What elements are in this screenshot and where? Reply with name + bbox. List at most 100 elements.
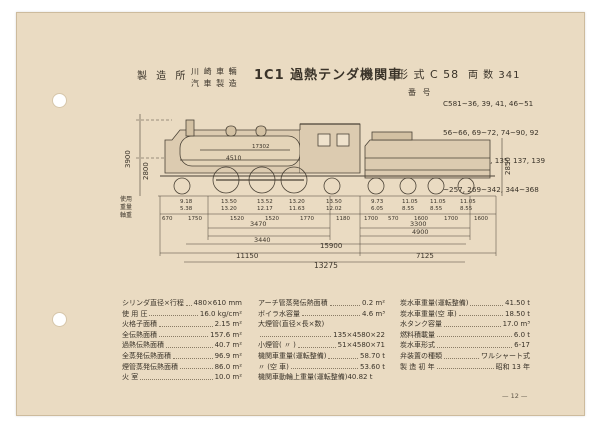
spec-value: 0.2 m² bbox=[362, 299, 385, 307]
spec-value: 6.0 t bbox=[513, 330, 530, 339]
spec-value: ワルシャート式 bbox=[481, 351, 530, 360]
spacing-dim: 1520 bbox=[265, 216, 279, 222]
spec-value: 18.50 t bbox=[504, 309, 530, 318]
row3-right-dim: 4900 bbox=[412, 228, 429, 236]
page-number: — 12 — bbox=[502, 392, 528, 400]
spec-value: 480×610 mm bbox=[193, 299, 242, 307]
spec-value: 53.60 t bbox=[359, 362, 385, 371]
axle-load: 9.73 bbox=[371, 199, 384, 205]
spec-label: アーチ管蒸発伝熱面積 bbox=[258, 299, 328, 307]
locomotive-type: 形 式 C 58 bbox=[397, 66, 459, 82]
spec-label: 小煙管( 〃 ) bbox=[258, 341, 296, 350]
axle-load-2: 8.55 bbox=[460, 206, 473, 212]
spec-column-3: 炭水車重量(運転整備) 41.50 t 炭水車重量(空 車) 18.50 t 水タン… bbox=[400, 298, 530, 372]
spec-row: シリンダ直径×行程 480×610 mm bbox=[122, 298, 242, 309]
locomotive-outline bbox=[136, 114, 503, 263]
body-label: 17302 bbox=[252, 144, 270, 150]
spacing-dim: 1520 bbox=[230, 216, 244, 222]
spec-label: 使 用 圧 bbox=[122, 309, 148, 318]
spec-value: 51×4580×71 bbox=[337, 341, 385, 350]
spec-value: 2.15 m² bbox=[214, 320, 242, 329]
spec-label: 炭水車形式 bbox=[400, 341, 435, 350]
spec-row: 火格子面積 2.15 m² bbox=[122, 319, 242, 330]
number-line: ~257, 269~342, 344~368 bbox=[443, 184, 539, 194]
spec-label: シリンダ直径×行程 bbox=[122, 299, 184, 307]
axle-load-2: 12.02 bbox=[326, 206, 342, 212]
spec-row: 炭水車形式 6-17 bbox=[400, 340, 530, 351]
spec-label: 炭水車重量(運転整備) bbox=[400, 299, 469, 307]
spacing-dim: 1700 bbox=[444, 216, 458, 222]
unit-count: 両 数 341 bbox=[468, 66, 520, 81]
document-title: 1C1 過熱テンダ機関車 bbox=[254, 68, 403, 83]
type-value: C 58 bbox=[430, 68, 460, 81]
spec-row: 大煙管(直径×長×数) bbox=[258, 319, 385, 330]
axle-load-2: 6.05 bbox=[371, 206, 384, 212]
spec-label: 火 室 bbox=[122, 373, 139, 382]
spec-row: 炭水車重量(運転整備) 41.50 t bbox=[400, 298, 530, 309]
punch-hole-bottom bbox=[52, 312, 67, 327]
spec-label: 過熱伝熱面積 bbox=[122, 341, 164, 350]
spec-row: 135×4580×22 bbox=[258, 330, 385, 341]
spec-value: 86.0 m² bbox=[214, 362, 242, 371]
spec-label: 機関車重量(運転整備) bbox=[258, 351, 327, 360]
axle-load-2: 8.55 bbox=[402, 206, 415, 212]
spacing-dim: 1770 bbox=[300, 216, 314, 222]
row5-right-dim: 7125 bbox=[416, 252, 434, 260]
left-tag: 重量 bbox=[120, 203, 132, 211]
spec-value: 135×4580×22 bbox=[333, 330, 385, 339]
axle-load: 13.50 bbox=[326, 199, 342, 205]
spec-label: 機関車動輪上重量(運転整備) bbox=[258, 373, 348, 382]
axle-load: 11.05 bbox=[402, 199, 418, 205]
spec-label: 炭水車重量(空 車) bbox=[400, 309, 457, 318]
spec-value: 昭和 13 年 bbox=[495, 362, 530, 371]
spec-label: 全蒸発伝熱面積 bbox=[122, 351, 171, 360]
numbers-label: 番 号 bbox=[408, 88, 433, 97]
spec-row: 機関車重量(運転整備) 58.70 t bbox=[258, 351, 385, 362]
spacing-dim: 1700 bbox=[364, 216, 378, 222]
spec-label: 火格子面積 bbox=[122, 320, 157, 329]
punch-hole-top bbox=[52, 93, 67, 108]
spec-label: 水タンク容量 bbox=[400, 320, 442, 329]
spacing-dim: 1600 bbox=[474, 216, 488, 222]
spacing-dim: 1750 bbox=[188, 216, 202, 222]
axle-load-2: 11.63 bbox=[289, 206, 305, 212]
left-tag: 軸重 bbox=[120, 211, 132, 219]
height-right: 2850 bbox=[504, 157, 512, 175]
spec-label: 弁装置の種類 bbox=[400, 351, 442, 360]
spec-row: 機関車動輪上重量(運転整備)40.82 t bbox=[258, 372, 385, 383]
spec-value: 58.70 t bbox=[359, 351, 385, 360]
spacing-dim: 1600 bbox=[414, 216, 428, 222]
maker-names: 川 崎 車 輛 汽 車 製 造 bbox=[191, 66, 238, 90]
spec-label: 製 造 初 年 bbox=[400, 362, 435, 371]
spec-label: 〃 (空 車) bbox=[258, 362, 289, 371]
spec-value: 157.6 m² bbox=[210, 330, 242, 339]
spec-value: 6-17 bbox=[514, 341, 530, 350]
height-left-2: 2800 bbox=[142, 162, 150, 180]
spec-label: ボイラ水容量 bbox=[258, 309, 300, 318]
maker-name-2: 汽 車 製 造 bbox=[191, 79, 238, 88]
axle-load-2: 8.55 bbox=[430, 206, 443, 212]
spec-value: 41.50 t bbox=[504, 299, 530, 307]
row3-left-dim: 3440 bbox=[254, 236, 271, 244]
spec-label: 煙管蒸発伝熱面積 bbox=[122, 362, 178, 371]
count-label: 両 数 bbox=[468, 70, 495, 81]
spec-row: 小煙管( 〃 ) 51×4580×71 bbox=[258, 340, 385, 351]
axle-load: 13.50 bbox=[221, 199, 237, 205]
spacing-dim: 1180 bbox=[336, 216, 350, 222]
left-tag: 使用 bbox=[120, 195, 132, 203]
row4-mid-dim: 15900 bbox=[320, 242, 342, 250]
body-label: 4510 bbox=[226, 155, 241, 162]
row2-left-dim: 3470 bbox=[250, 220, 267, 228]
axle-load: 11.05 bbox=[430, 199, 446, 205]
height-left-1: 3900 bbox=[124, 150, 132, 168]
